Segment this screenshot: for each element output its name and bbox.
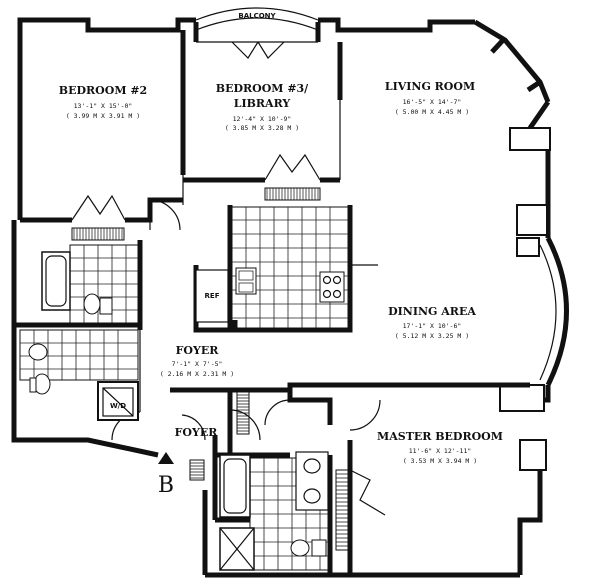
section-arrow-icon	[158, 452, 174, 464]
living-room-dim-ft: 16'-5" X 14'-7"	[403, 98, 462, 106]
room-living: LIVING ROOM 16'-5" X 14'-7" ( 5.00 M X 4…	[385, 80, 475, 116]
master-bedroom-dim-ft: 11'-6" X 12'-11"	[409, 447, 472, 455]
bedroom-3-dim-m: ( 3.85 M X 3.28 M )	[225, 124, 299, 132]
washer-dryer-label: W/D	[110, 402, 126, 410]
foyer-1-dim-m: ( 2.16 M X 2.31 M )	[160, 370, 234, 378]
room-foyer-2: FOYER	[175, 426, 219, 439]
master-bedroom-dim-m: ( 3.53 M X 3.94 M )	[403, 457, 477, 465]
kitchen-tiles: REF	[195, 206, 378, 329]
foyer-1-name: FOYER	[176, 344, 220, 357]
room-bedroom-3: BEDROOM #3/ LIBRARY 12'-4" X 10'-9" ( 3.…	[216, 82, 309, 132]
living-room-name: LIVING ROOM	[385, 80, 475, 93]
dining-area-name: DINING AREA	[388, 305, 476, 318]
doors	[71, 153, 386, 516]
master-bedroom-name: MASTER BEDROOM	[377, 430, 503, 443]
bedroom-3-name-line2: LIBRARY	[234, 97, 291, 110]
refrigerator-label: REF	[205, 292, 220, 300]
living-room-dim-m: ( 5.00 M X 4.45 M )	[395, 108, 469, 116]
closet-shelves	[71, 187, 349, 551]
bedroom-3-name-line1: BEDROOM #3/	[216, 82, 309, 95]
room-master-bedroom: MASTER BEDROOM 11'-6" X 12'-11" ( 3.53 M…	[377, 430, 503, 465]
section-marker: B	[158, 452, 174, 498]
balcony: BALCONY	[193, 7, 321, 59]
foyer-1-dim-ft: 7'-1" X 7'-5"	[172, 360, 223, 368]
bath-2-fixtures: W/D	[19, 329, 139, 421]
balcony-label: BALCONY	[238, 12, 276, 20]
dining-area-dim-m: ( 5.12 M X 3.25 M )	[395, 332, 469, 340]
columns	[490, 36, 551, 471]
dining-area-dim-ft: 17'-1" X 10'-6"	[403, 322, 462, 330]
room-bedroom-2: BEDROOM #2 13'-1" X 15'-0" ( 3.99 M X 3.…	[59, 84, 147, 120]
section-marker-label: B	[158, 473, 174, 498]
master-bath-fixtures	[219, 451, 329, 571]
bedroom-2-name: BEDROOM #2	[59, 84, 147, 97]
exterior-walls	[11, 17, 569, 578]
bath-1-fixtures	[41, 244, 139, 324]
room-foyer-1: FOYER 7'-1" X 7'-5" ( 2.16 M X 2.31 M )	[160, 344, 234, 378]
bedroom-2-dim-m: ( 3.99 M X 3.91 M )	[66, 112, 140, 120]
foyer-2-name: FOYER	[175, 426, 219, 439]
bedroom-2-dim-ft: 13'-1" X 15'-0"	[74, 102, 133, 110]
bedroom-3-dim-ft: 12'-4" X 10'-9"	[233, 115, 292, 123]
room-dining: DINING AREA 17'-1" X 10'-6" ( 5.12 M X 3…	[388, 305, 476, 340]
